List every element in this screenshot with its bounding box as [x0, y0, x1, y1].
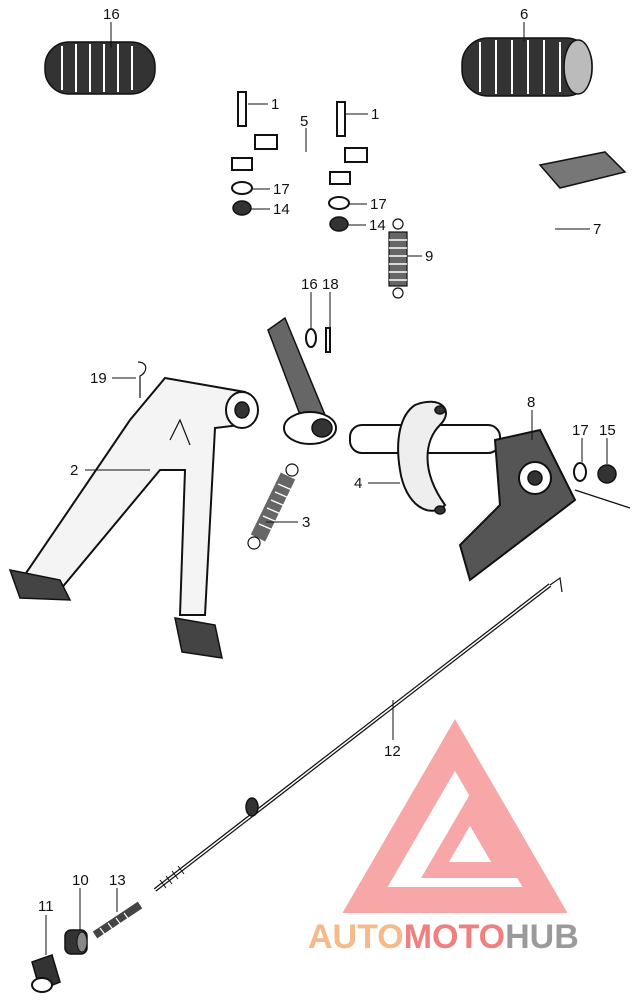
pin-1-right — [336, 101, 346, 137]
brake-rod-12 — [153, 576, 563, 892]
label-1-left: 1 — [271, 96, 279, 113]
label-1-right: 1 — [371, 106, 379, 123]
label-3: 3 — [302, 514, 310, 531]
washer-16 — [305, 328, 317, 348]
label-8: 8 — [527, 394, 535, 411]
watermark-logo — [342, 719, 568, 913]
label-10: 10 — [72, 872, 89, 889]
split-pin-18 — [325, 327, 331, 353]
label-13: 13 — [109, 872, 126, 889]
pivot-shaft-4 — [349, 400, 501, 515]
stand-spring-3 — [247, 463, 299, 550]
footrest-rubber-left — [44, 41, 156, 95]
svg-text:AUTOMOTOHUB: AUTOMOTOHUB — [308, 918, 579, 956]
label-17-bracket: 17 — [572, 422, 589, 439]
part-labels: 16 6 1 1 5 17 17 14 14 7 9 16 18 19 2 3 … — [38, 6, 616, 915]
label-5: 5 — [300, 113, 308, 130]
footrest-bar — [137, 72, 563, 185]
watermark-text: AUTOMOTOHUB — [308, 918, 579, 956]
watermark-auto: AUTO — [308, 918, 404, 956]
split-pin-19 — [137, 361, 147, 398]
pin-1-left — [237, 91, 247, 127]
label-12: 12 — [384, 743, 401, 760]
label-19: 19 — [90, 370, 107, 387]
brake-pedal — [267, 151, 627, 445]
nut-14-left — [232, 200, 252, 216]
footrest-rubber-right — [461, 37, 593, 97]
label-16-top: 16 — [103, 6, 120, 23]
label-6: 6 — [520, 6, 528, 23]
label-17-right: 17 — [370, 196, 387, 213]
pin-10 — [64, 929, 88, 955]
label-2: 2 — [70, 462, 78, 479]
watermark-moto: MOTO — [404, 918, 505, 956]
return-spring-9 — [388, 218, 408, 299]
nut-14-right — [329, 216, 349, 232]
watermark-hub: HUB — [505, 918, 579, 956]
label-18: 18 — [322, 276, 339, 293]
leader-lines — [45, 22, 608, 955]
nut-15 — [597, 464, 617, 484]
washer-17-right — [328, 196, 350, 210]
label-9: 9 — [425, 248, 433, 265]
washer-17-left — [231, 181, 253, 195]
spring-13 — [92, 901, 143, 939]
main-stand — [8, 376, 259, 659]
adjusting-nut-11 — [31, 954, 61, 993]
label-15: 15 — [599, 422, 616, 439]
label-7: 7 — [593, 221, 601, 238]
label-17-left: 17 — [273, 181, 290, 198]
washer-17-bracket — [573, 462, 587, 482]
label-11: 11 — [38, 898, 54, 915]
mounting-bracket-8 — [458, 428, 631, 582]
label-4: 4 — [354, 475, 362, 492]
label-14-left: 14 — [273, 201, 290, 218]
label-14-right: 14 — [369, 217, 386, 234]
label-16-mid: 16 — [301, 276, 318, 293]
